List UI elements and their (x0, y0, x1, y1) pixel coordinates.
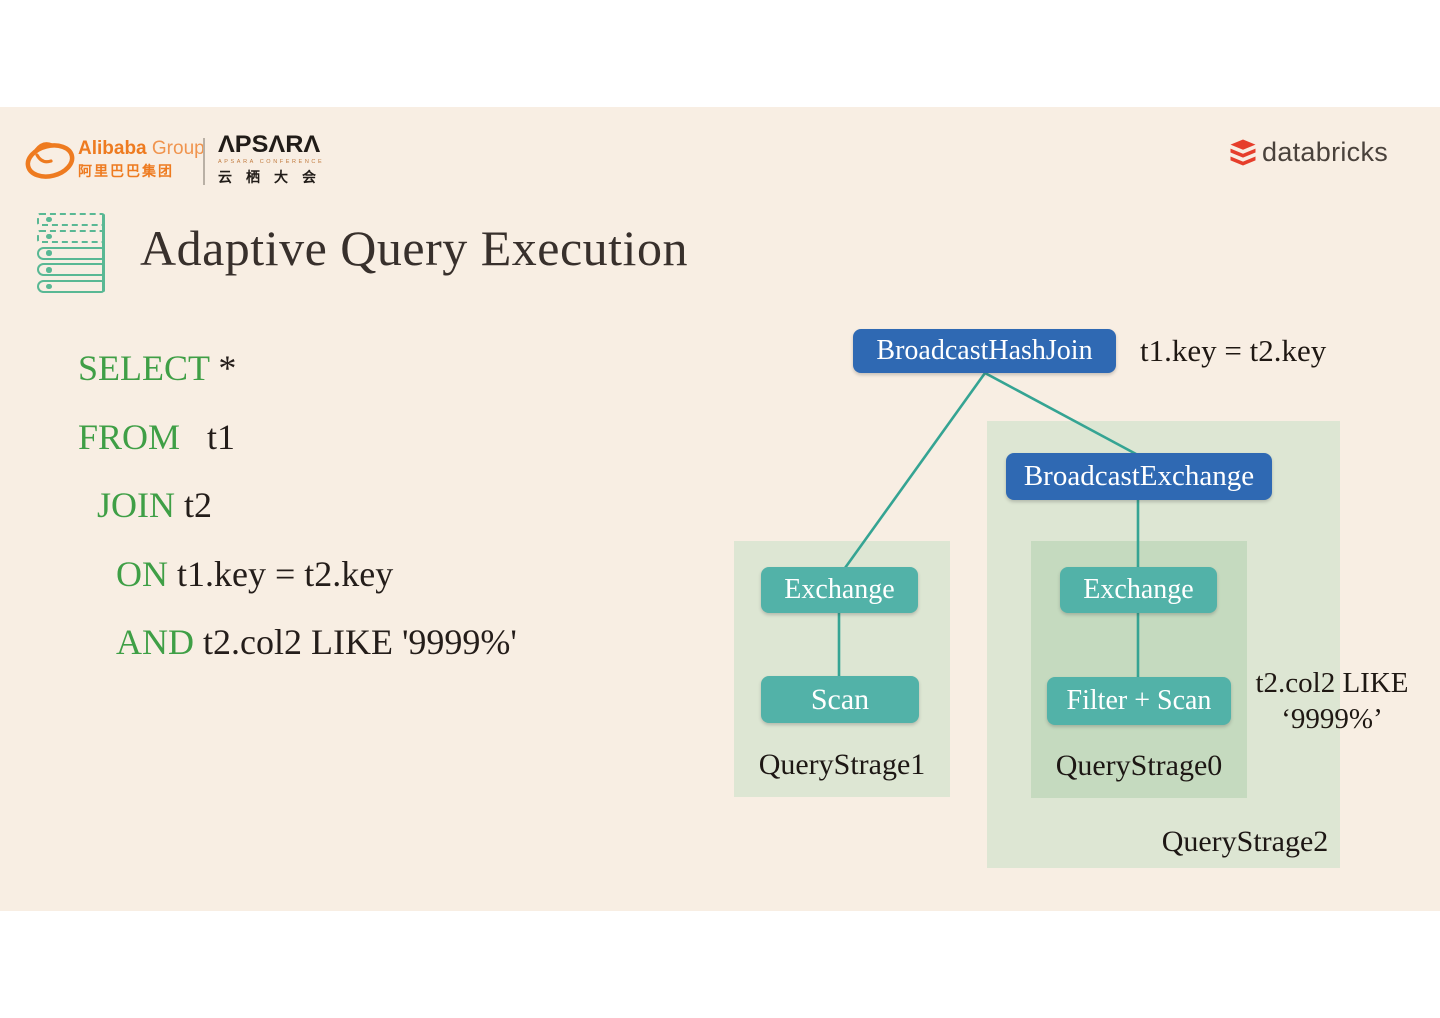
icon-dot (46, 267, 52, 273)
filter-condition-label: t2.col2 LIKE ‘9999%’ (1255, 667, 1409, 735)
sql-query: SELECT * FROM t1 JOIN t2 ON t1.key = t2.… (78, 334, 517, 677)
icon-row-dashed (37, 229, 105, 243)
icon-dot (46, 250, 52, 256)
sql-line: AND t2.col2 LIKE '9999%' (116, 622, 517, 662)
apsara-chinese-name: 云 栖 大 会 (218, 169, 316, 185)
node-exchange-right: Exchange (1060, 567, 1217, 613)
query-stage2-label: QueryStrage2 (1161, 825, 1329, 858)
node-broadcast-hash-join: BroadcastHashJoin (853, 329, 1116, 373)
node-broadcast-exchange: BroadcastExchange (1006, 453, 1272, 500)
list-stack-icon (37, 213, 105, 293)
node-scan: Scan (761, 676, 919, 723)
databricks-wordmark: databricks (1262, 137, 1389, 167)
alibaba-chinese-name: 阿里巴巴集团 (78, 163, 174, 179)
apsara-subtitle: APSARA CONFERENCE (218, 159, 325, 165)
icon-dot (46, 216, 52, 223)
sql-line: ON t1.key = t2.key (116, 553, 394, 594)
databricks-logo: databricks (1228, 137, 1388, 168)
query-stage1-label: QueryStrage1 (758, 748, 926, 781)
sql-line: JOIN t2 (97, 485, 213, 525)
icon-dot (46, 283, 52, 290)
apsara-conference-logo: ΛPSΛRΛ APSARA CONFERENCE 云 栖 大 会 (218, 133, 325, 187)
logo-divider (203, 138, 205, 185)
icon-row-solid (37, 246, 105, 260)
sql-line: SELECT * (78, 348, 237, 388)
slide-title: Adaptive Query Execution (140, 220, 688, 276)
node-filter-scan: Filter + Scan (1047, 677, 1231, 725)
query-stage0-label: QueryStrage0 (1055, 749, 1223, 782)
icon-spine (102, 214, 105, 292)
databricks-logo-icon (1230, 139, 1256, 165)
icon-row-solid (37, 263, 105, 277)
alibaba-group-name: Alibaba Group (78, 138, 205, 159)
node-exchange-left: Exchange (761, 567, 918, 613)
alibaba-logo-icon (25, 142, 75, 179)
alibaba-logo-text: Alibaba Group 阿里巴巴集团 (78, 139, 205, 181)
slide: Alibaba Group 阿里巴巴集团 ΛPSΛRΛ APSARA CONFE… (0, 107, 1440, 911)
icon-dot (46, 233, 52, 239)
sql-line: FROM t1 (78, 416, 236, 457)
alibaba-group-logo: Alibaba Group 阿里巴巴集团 (24, 135, 205, 183)
join-condition-label: t1.key = t2.key (1140, 333, 1327, 368)
apsara-wordmark: ΛPSΛRΛ (218, 131, 321, 158)
icon-row-dashed (37, 213, 105, 226)
icon-row-solid (37, 280, 105, 293)
